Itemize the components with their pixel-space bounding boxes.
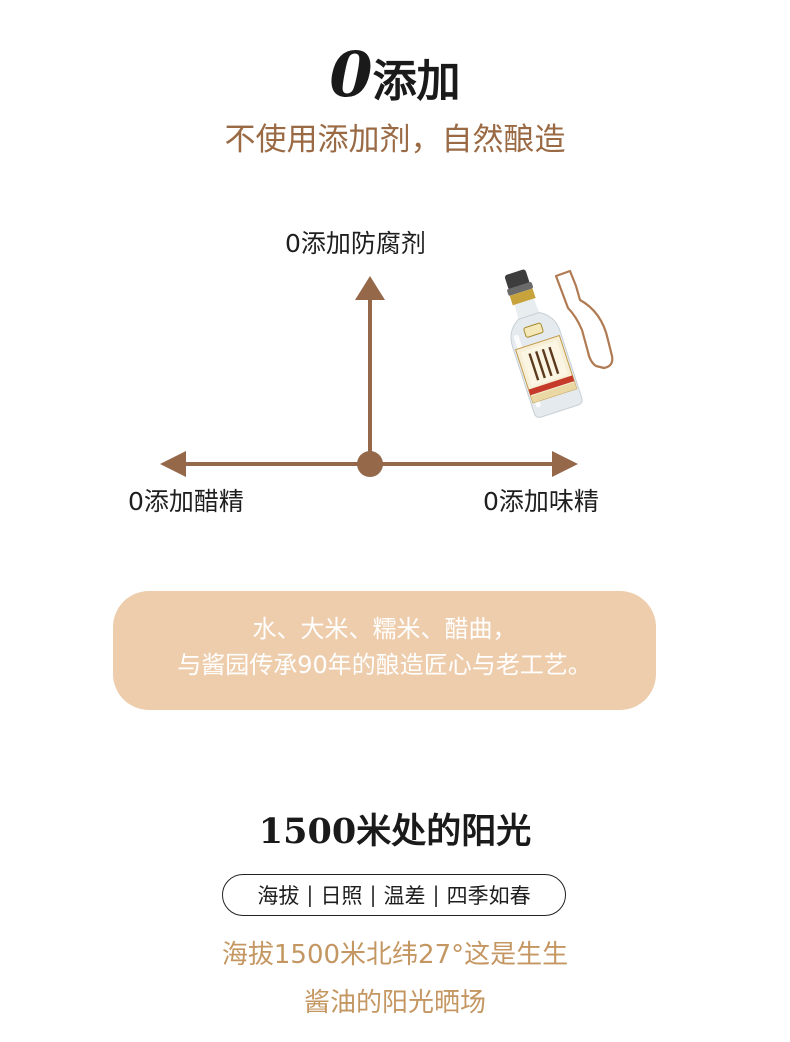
bottle-photo: [504, 269, 583, 418]
axis-origin-dot: [357, 451, 383, 477]
feature-tags-capsule: 海拔 | 日照 | 温差 | 四季如春: [222, 874, 566, 916]
tag-separator: |: [432, 883, 440, 907]
section-subtitle: 不使用添加剂，自然酿造: [224, 122, 566, 158]
ingredients-line-1: 水、大米、糯米、醋曲，: [252, 615, 517, 643]
title-zero: 0: [329, 38, 373, 111]
label-no-msg: 0添加味精: [483, 487, 599, 516]
tag-altitude: 海拔: [257, 884, 300, 908]
arrow-up-icon: [355, 276, 385, 300]
tag-sunshine: 日照: [320, 884, 363, 908]
section-title-sunlight: 1500米处的阳光: [258, 811, 532, 852]
label-no-vinegar-essence: 0添加醋精: [128, 487, 244, 516]
ingredients-pill: 水、大米、糯米、醋曲， 与酱园传承90年的酿造匠心与老工艺。: [113, 591, 656, 710]
tag-spring-all-year: 四季如春: [446, 884, 531, 908]
label-no-preservative: 0添加防腐剂: [285, 229, 426, 258]
arrow-left-icon: [160, 451, 186, 477]
bottle-outline-sketch: [554, 269, 614, 370]
tag-temperature-difference: 温差: [383, 884, 426, 908]
axis-lines: [184, 298, 556, 466]
tag-separator: |: [369, 883, 377, 907]
section-title-zero-additive: 0添加: [0, 40, 790, 117]
ingredients-line-2: 与酱园传承90年的酿造匠心与老工艺。: [177, 651, 592, 679]
sunlight-description-line-1: 海拔1500米北纬27°这是生生: [221, 940, 569, 970]
axis-diagram: [160, 276, 578, 477]
title-additive: 添加: [372, 56, 461, 107]
sunlight-description-line-2: 酱油的阳光晒场: [303, 988, 486, 1018]
vinegar-bottle-image: [504, 269, 614, 418]
tag-separator: |: [306, 883, 314, 907]
arrow-right-icon: [552, 451, 578, 477]
